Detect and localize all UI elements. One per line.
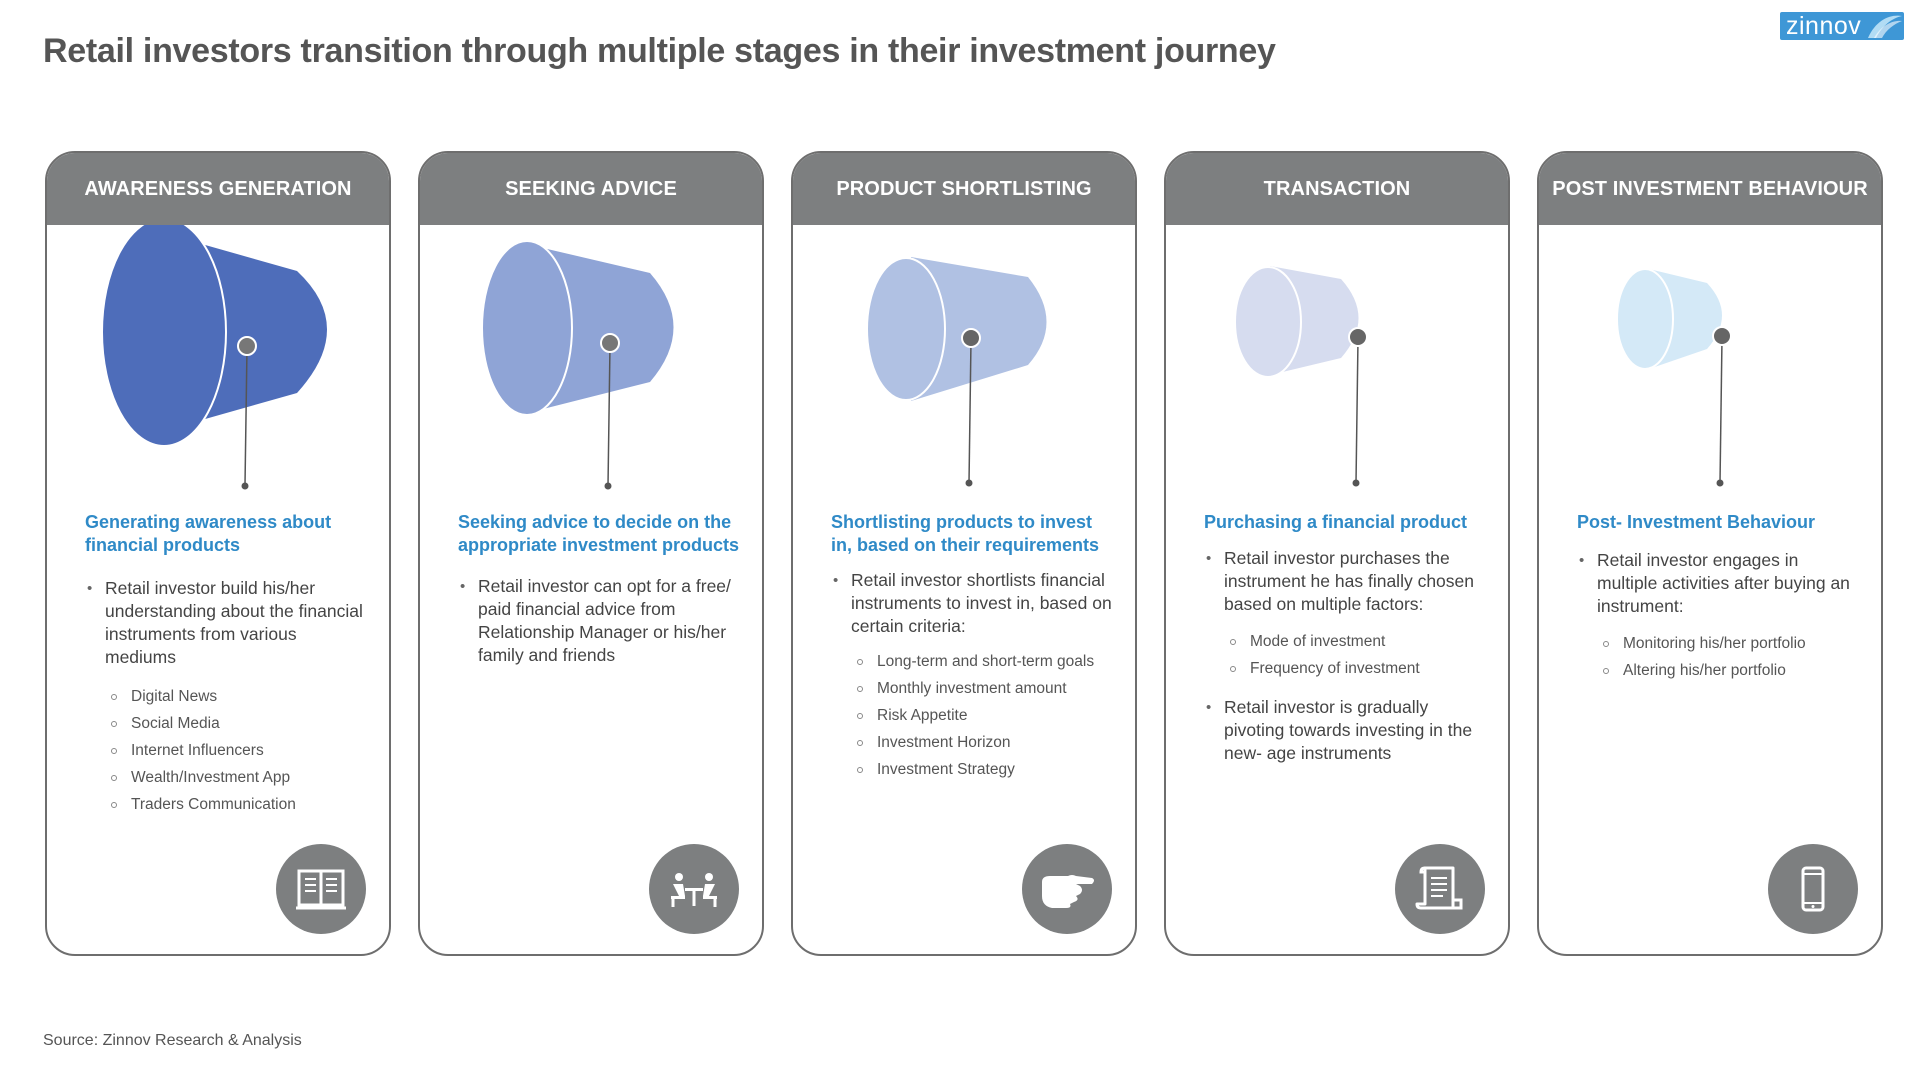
bullet-item: Retail investor shortlists financial ins… bbox=[831, 569, 1117, 783]
stage-title: Shortlisting products to invest in, base… bbox=[831, 512, 1100, 555]
bullet-item: Retail investor purchases the instrument… bbox=[1204, 547, 1490, 682]
bullet-text: Retail investor is gradually pivoting to… bbox=[1224, 697, 1473, 763]
receipt-icon bbox=[1395, 844, 1485, 934]
stage-card-product-shortlisting: PRODUCT SHORTLISTING Shortlisting produc… bbox=[791, 151, 1137, 956]
stage-title: Seeking advice to decide on the appropri… bbox=[458, 512, 740, 555]
stage-card-transaction: TRANSACTION Purchasing a financial produ… bbox=[1164, 151, 1510, 956]
sub-item: Risk Appetite bbox=[851, 702, 1117, 729]
stage-bullets: Retail investor purchases the instrument… bbox=[1204, 547, 1490, 765]
stage-card-seeking-advice: SEEKING ADVICE Seeking advice to decide … bbox=[418, 151, 764, 956]
stage-header: AWARENESS GENERATION bbox=[47, 153, 389, 225]
sub-item: Long-term and short-term goals bbox=[851, 648, 1117, 675]
sub-item: Internet Influencers bbox=[105, 737, 371, 764]
stage-bullets: Retail investor can opt for a free/ paid… bbox=[458, 575, 744, 667]
bullet-item: Retail investor can opt for a free/ paid… bbox=[458, 575, 744, 667]
sub-item: Frequency of investment bbox=[1224, 655, 1490, 682]
bullet-text: Retail investor purchases the instrument… bbox=[1224, 548, 1474, 614]
stage-title: Generating awareness about financial pro… bbox=[85, 512, 332, 555]
sub-item: Monitoring his/her portfolio bbox=[1597, 630, 1863, 657]
page-title: Retail investors transition through mult… bbox=[43, 32, 1276, 70]
stage-card-awareness: AWARENESS GENERATION Generating awarenes… bbox=[45, 151, 391, 956]
cone-illustration bbox=[481, 240, 674, 490]
sub-item: Wealth/Investment App bbox=[105, 764, 371, 791]
cone-illustration bbox=[866, 257, 1047, 487]
cone-illustration bbox=[101, 225, 327, 490]
stage-header: POST INVESTMENT BEHAVIOUR bbox=[1539, 153, 1881, 225]
sub-item: Investment Horizon bbox=[851, 729, 1117, 756]
bullet-text: Retail investor build his/her understand… bbox=[105, 578, 363, 667]
bullet-text: Retail investor shortlists financial ins… bbox=[851, 570, 1112, 636]
sub-list: Long-term and short-term goals Monthly i… bbox=[851, 648, 1117, 783]
source-note: Source: Zinnov Research & Analysis bbox=[43, 1032, 302, 1049]
stage-title: Post- Investment Behaviour bbox=[1577, 512, 1816, 532]
stage-card-post-investment: POST INVESTMENT BEHAVIOUR Post- Investme… bbox=[1537, 151, 1883, 956]
sub-item: Altering his/her portfolio bbox=[1597, 657, 1863, 684]
bullet-item: Retail investor engages in multiple acti… bbox=[1577, 549, 1863, 684]
smartphone-icon bbox=[1768, 844, 1858, 934]
bullet-item: Retail investor is gradually pivoting to… bbox=[1204, 696, 1490, 765]
stage-bullets: Retail investor build his/her understand… bbox=[85, 577, 371, 818]
sub-item: Traders Communication bbox=[105, 791, 371, 818]
cone-illustration bbox=[1616, 268, 1732, 487]
sub-list: Monitoring his/her portfolio Altering hi… bbox=[1597, 630, 1863, 684]
bullet-text: Retail investor engages in multiple acti… bbox=[1597, 550, 1850, 616]
stage-title: Purchasing a financial product bbox=[1204, 512, 1468, 532]
stage-bullets: Retail investor shortlists financial ins… bbox=[831, 569, 1117, 783]
logo-swoosh-icon bbox=[1868, 15, 1902, 38]
logo-text: zinnov bbox=[1786, 12, 1862, 40]
meeting-icon bbox=[649, 844, 739, 934]
stage-header: TRANSACTION bbox=[1166, 153, 1508, 225]
zinnov-logo: zinnov bbox=[1780, 12, 1904, 40]
bullet-text: Retail investor can opt for a free/ paid… bbox=[478, 576, 731, 665]
stage-bullets: Retail investor engages in multiple acti… bbox=[1577, 549, 1863, 684]
stage-header: SEEKING ADVICE bbox=[420, 153, 762, 225]
pointing-hand-icon bbox=[1022, 844, 1112, 934]
sub-item: Investment Strategy bbox=[851, 756, 1117, 783]
cone-illustration bbox=[1234, 266, 1368, 487]
sub-item: Monthly investment amount bbox=[851, 675, 1117, 702]
stage-header: PRODUCT SHORTLISTING bbox=[793, 153, 1135, 225]
sub-item: Digital News bbox=[105, 683, 371, 710]
sub-item: Social Media bbox=[105, 710, 371, 737]
sub-list: Digital News Social Media Internet Influ… bbox=[105, 683, 371, 818]
book-icon bbox=[276, 844, 366, 934]
bullet-item: Retail investor build his/her understand… bbox=[85, 577, 371, 818]
sub-item: Mode of investment bbox=[1224, 628, 1490, 655]
sub-list: Mode of investment Frequency of investme… bbox=[1224, 628, 1490, 682]
